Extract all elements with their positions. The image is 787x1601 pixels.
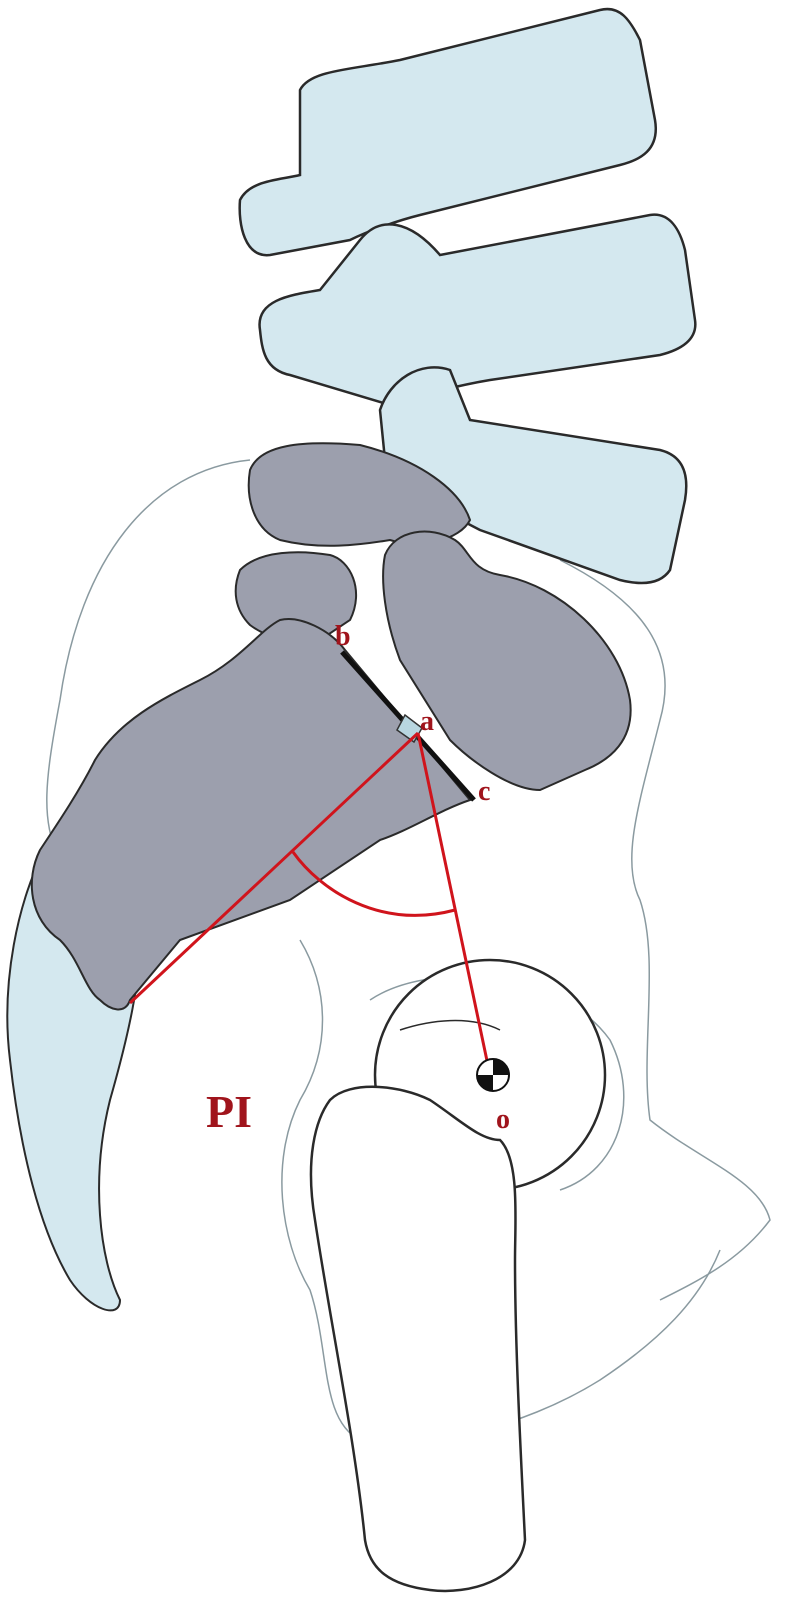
pi-angle-arc <box>291 851 456 917</box>
femur <box>309 958 607 1593</box>
l5-posterior <box>382 530 632 792</box>
lumbar-vertebrae <box>238 7 697 585</box>
femoral-neck <box>309 1085 527 1593</box>
sacral-wing <box>234 551 358 643</box>
acetabulum-rim <box>399 1019 501 1031</box>
label-a: a <box>420 706 434 737</box>
label-c: c <box>478 776 490 807</box>
sacrum-body <box>30 618 472 1011</box>
sacrum <box>30 442 632 1011</box>
hip-center-marker <box>476 1058 510 1092</box>
label-pi: PI <box>206 1086 252 1137</box>
perpendicular-line <box>128 731 420 1005</box>
vertebra-l3 <box>238 7 658 257</box>
line-a-to-o <box>416 732 492 1076</box>
measurement-lines <box>128 731 492 1076</box>
label-b: b <box>335 621 351 652</box>
label-o: o <box>496 1104 510 1135</box>
